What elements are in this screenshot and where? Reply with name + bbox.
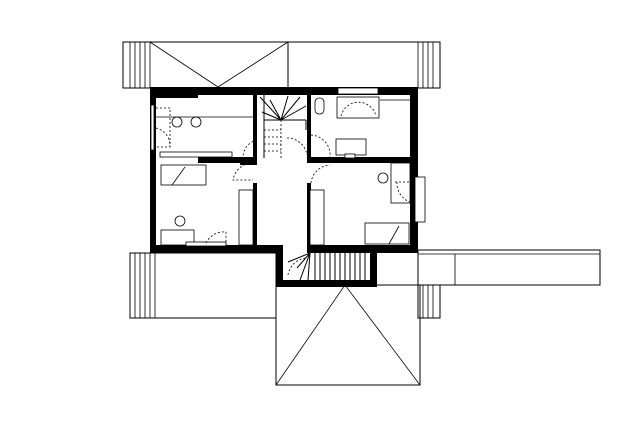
window-left [150, 104, 155, 151]
bottom-roof [275, 284, 421, 386]
top-right-hatch [417, 42, 434, 88]
bottom-left-hatch [129, 252, 277, 319]
bedroom-right [309, 162, 411, 246]
bathroom [310, 96, 410, 159]
window-right [414, 176, 426, 223]
walls [150, 87, 418, 287]
top-left-hatch [129, 42, 151, 88]
staircase-top [242, 95, 308, 159]
right-balcony [417, 249, 601, 319]
bedroom-left [160, 162, 254, 247]
staircase-bottom [287, 252, 366, 281]
bedroom-top-left [155, 107, 253, 158]
window-bath [337, 87, 379, 95]
top-roof [122, 41, 441, 89]
